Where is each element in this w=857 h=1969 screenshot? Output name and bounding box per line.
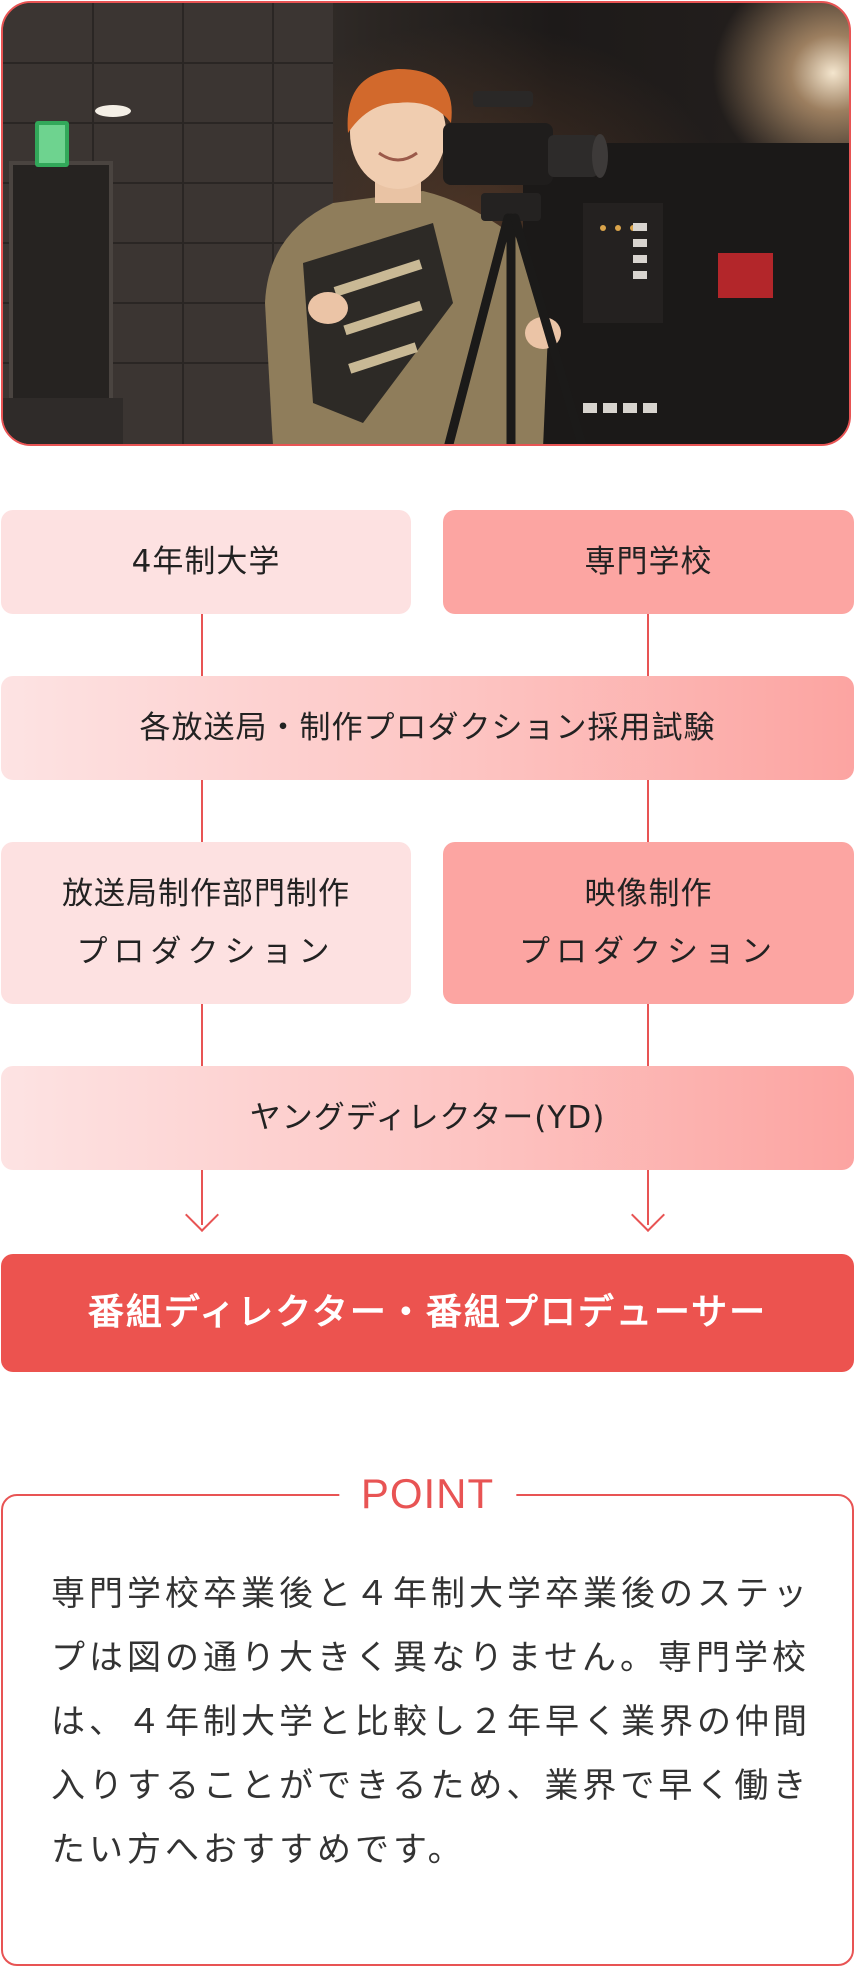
- connector-line: [201, 1004, 203, 1066]
- person-hand-left: [308, 292, 348, 324]
- university-box: 4年制大学: [1, 510, 411, 614]
- goal-box: 番組ディレクター・番組プロデューサー: [1, 1254, 854, 1372]
- camera-lens-front: [592, 134, 608, 178]
- arrow-down-icon: [631, 1198, 665, 1232]
- person-smile: [378, 151, 418, 162]
- broadcast-division-line2: プロダクション: [76, 934, 336, 970]
- arrow-down-icon: [185, 1198, 219, 1232]
- video-production-box: 映像制作 プロダクション: [443, 842, 854, 1004]
- connector-line: [647, 780, 649, 842]
- camera-body: [443, 123, 553, 185]
- camera-operator-photo: [3, 3, 849, 444]
- camera-lens: [548, 135, 598, 177]
- hoodie-print-lines: [333, 259, 423, 374]
- university-label: 4年制大学: [131, 544, 281, 580]
- arrow-line: [201, 1170, 203, 1225]
- goal-label: 番組ディレクター・番組プロデューサー: [87, 1292, 768, 1333]
- door: [9, 161, 113, 444]
- camera-top-handle: [473, 91, 533, 107]
- broadcast-division-box: 放送局制作部門制作 プロダクション: [1, 842, 411, 1004]
- vocational-school-box: 専門学校: [443, 510, 854, 614]
- exit-sign-inner: [39, 125, 65, 163]
- young-director-box: ヤングディレクター(YD): [1, 1066, 854, 1170]
- connector-line: [201, 780, 203, 842]
- connector-line: [647, 614, 649, 676]
- hero-photo: [1, 1, 851, 446]
- vocational-school-label: 専門学校: [584, 544, 713, 580]
- young-director-label: ヤングディレクター(YD): [249, 1100, 606, 1136]
- rack-panel: [583, 203, 663, 323]
- red-panel: [718, 253, 773, 298]
- recruitment-exam-box: 各放送局・制作プロダクション採用試験: [1, 676, 854, 780]
- point-text: 専門学校卒業後と４年制大学卒業後のステップは図の通り大きく異なりません。専門学校…: [51, 1574, 811, 1870]
- connector-line: [201, 614, 203, 676]
- broadcast-division-line1: 放送局制作部門制作: [62, 876, 350, 912]
- tripod-head: [481, 193, 541, 221]
- console-bottom-left: [3, 398, 123, 444]
- point-title: POINT: [338, 1464, 517, 1524]
- point-box: POINT 専門学校卒業後と４年制大学卒業後のステップは図の通り大きく異なりませ…: [1, 1464, 854, 1966]
- rack-switches: [583, 223, 657, 413]
- tripod-legs: [444, 213, 587, 444]
- video-production-line1: 映像制作: [584, 876, 713, 912]
- equipment-rack: [523, 143, 849, 444]
- video-production-line2: プロダクション: [519, 934, 778, 970]
- ceiling-light: [95, 105, 131, 117]
- recruitment-exam-label: 各放送局・制作プロダクション採用試験: [139, 710, 716, 746]
- person-hair: [347, 69, 452, 133]
- arrow-line: [647, 1170, 649, 1225]
- connector-line: [647, 1004, 649, 1066]
